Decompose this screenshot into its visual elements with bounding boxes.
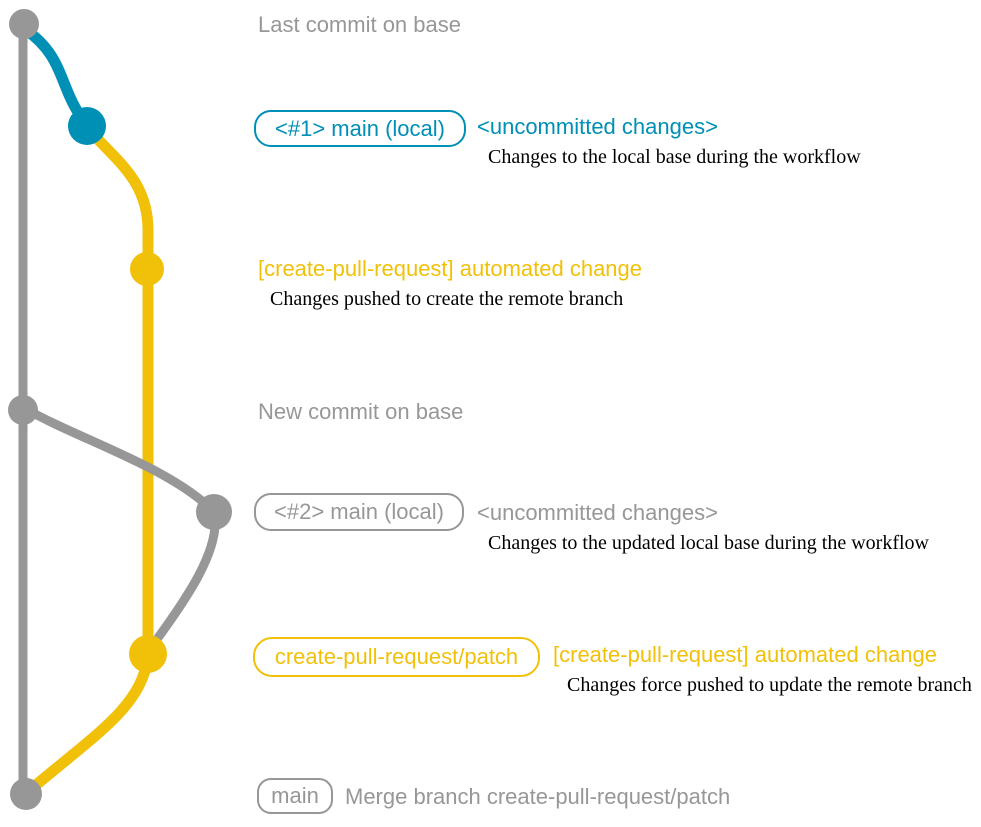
commit-message-merge: Merge branch create-pull-request/patch — [345, 784, 731, 809]
annotation-uncommitted-2: Changes to the updated local base during… — [488, 532, 929, 554]
commit-message-uncommitted-2: <uncommitted changes> — [477, 500, 718, 525]
annotation-uncommitted-1: Changes to the local base during the wor… — [488, 146, 861, 168]
commit-dot-uncommitted-1 — [68, 107, 106, 145]
commit-message-uncommitted-1: <uncommitted changes> — [477, 114, 718, 139]
commit-dot-automated-change-2 — [129, 635, 167, 673]
last-commit-label: Last commit on base — [258, 12, 461, 37]
branch-badge-main-local-1-label: <#1> main (local) — [275, 115, 445, 141]
commit-dot-uncommitted-2 — [196, 494, 232, 530]
pr-branch-line-upper — [82, 122, 154, 661]
commit-dot-new-commit-on-base — [8, 395, 38, 425]
commit-dot-last-commit-on-base — [9, 9, 39, 39]
branch-badge-create-pull-request-patch-label: create-pull-request/patch — [274, 644, 519, 669]
new-commit-label: New commit on base — [258, 399, 464, 424]
pr-branch-line-lower — [24, 652, 154, 796]
commit-dot-automated-change-1 — [130, 252, 164, 286]
branch-badge-create-pull-request-patch: create-pull-request/patch — [253, 637, 540, 677]
branch-badge-main-local-1: <#1> main (local) — [254, 110, 466, 147]
annotation-automated-change-2: Changes force pushed to update the remot… — [567, 674, 972, 696]
annotation-automated-change-1: Changes pushed to create the remote bran… — [270, 288, 624, 310]
branch-badge-main-label: main — [271, 783, 319, 808]
branch-badge-main-local-2: <#2> main (local) — [254, 493, 464, 531]
commit-dot-merge-on-main — [10, 778, 42, 810]
commit-message-automated-change-2: [create-pull-request] automated change — [553, 642, 938, 667]
commit-message-automated-change-1: [create-pull-request] automated change — [258, 256, 643, 281]
branch-badge-main-local-2-label: <#2> main (local) — [274, 499, 444, 524]
branch-badge-main: main — [257, 778, 333, 814]
updated-local-main-branch-line — [19, 403, 220, 651]
